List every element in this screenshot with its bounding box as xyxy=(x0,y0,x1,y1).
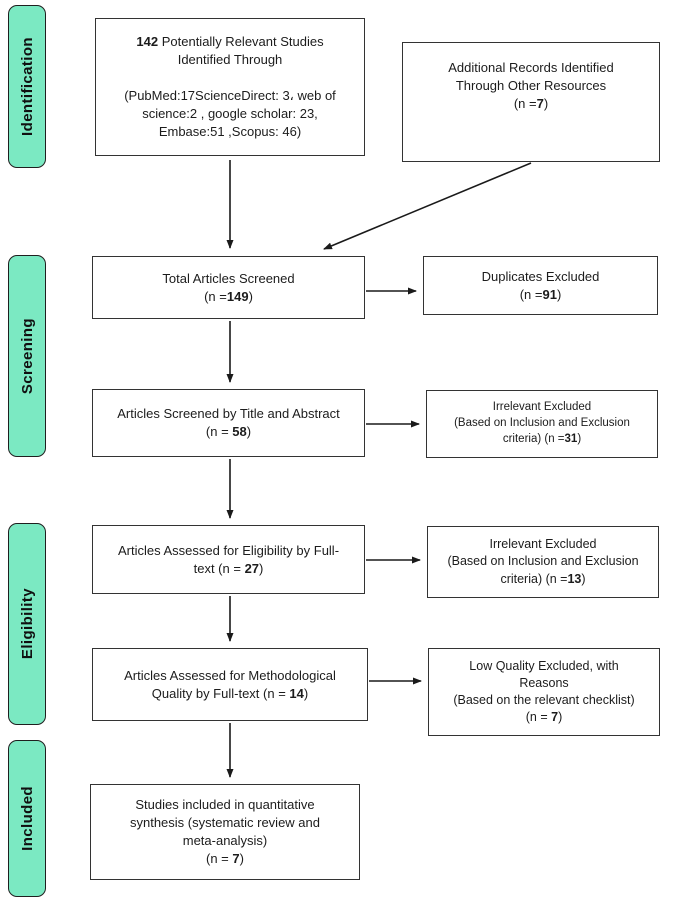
stage-label-included: Included xyxy=(8,740,46,897)
stage-label-text: Screening xyxy=(18,317,36,395)
box-duplicates-excluded: Duplicates Excluded(n =91) xyxy=(423,256,658,315)
box-irrelevant-excluded-screening: Irrelevant Excluded(Based on Inclusion a… xyxy=(426,390,658,458)
stage-label-text: Identification xyxy=(18,37,36,136)
stage-label-text: Included xyxy=(18,786,36,851)
stage-label-eligibility: Eligibility xyxy=(8,523,46,725)
stage-label-text: Eligibility xyxy=(18,588,36,660)
box-assessed-eligibility-fulltext: Articles Assessed for Eligibility by Ful… xyxy=(92,525,365,594)
stage-label-screening: Screening xyxy=(8,255,46,457)
box-screened-title-abstract: Articles Screened by Title and Abstract(… xyxy=(92,389,365,457)
box-irrelevant-excluded-eligibility: Irrelevant Excluded(Based on Inclusion a… xyxy=(427,526,659,598)
stage-label-identification: Identification xyxy=(8,5,46,168)
box-total-articles-screened: Total Articles Screened(n =149) xyxy=(92,256,365,319)
arrow-additional-to-screening xyxy=(323,162,532,250)
